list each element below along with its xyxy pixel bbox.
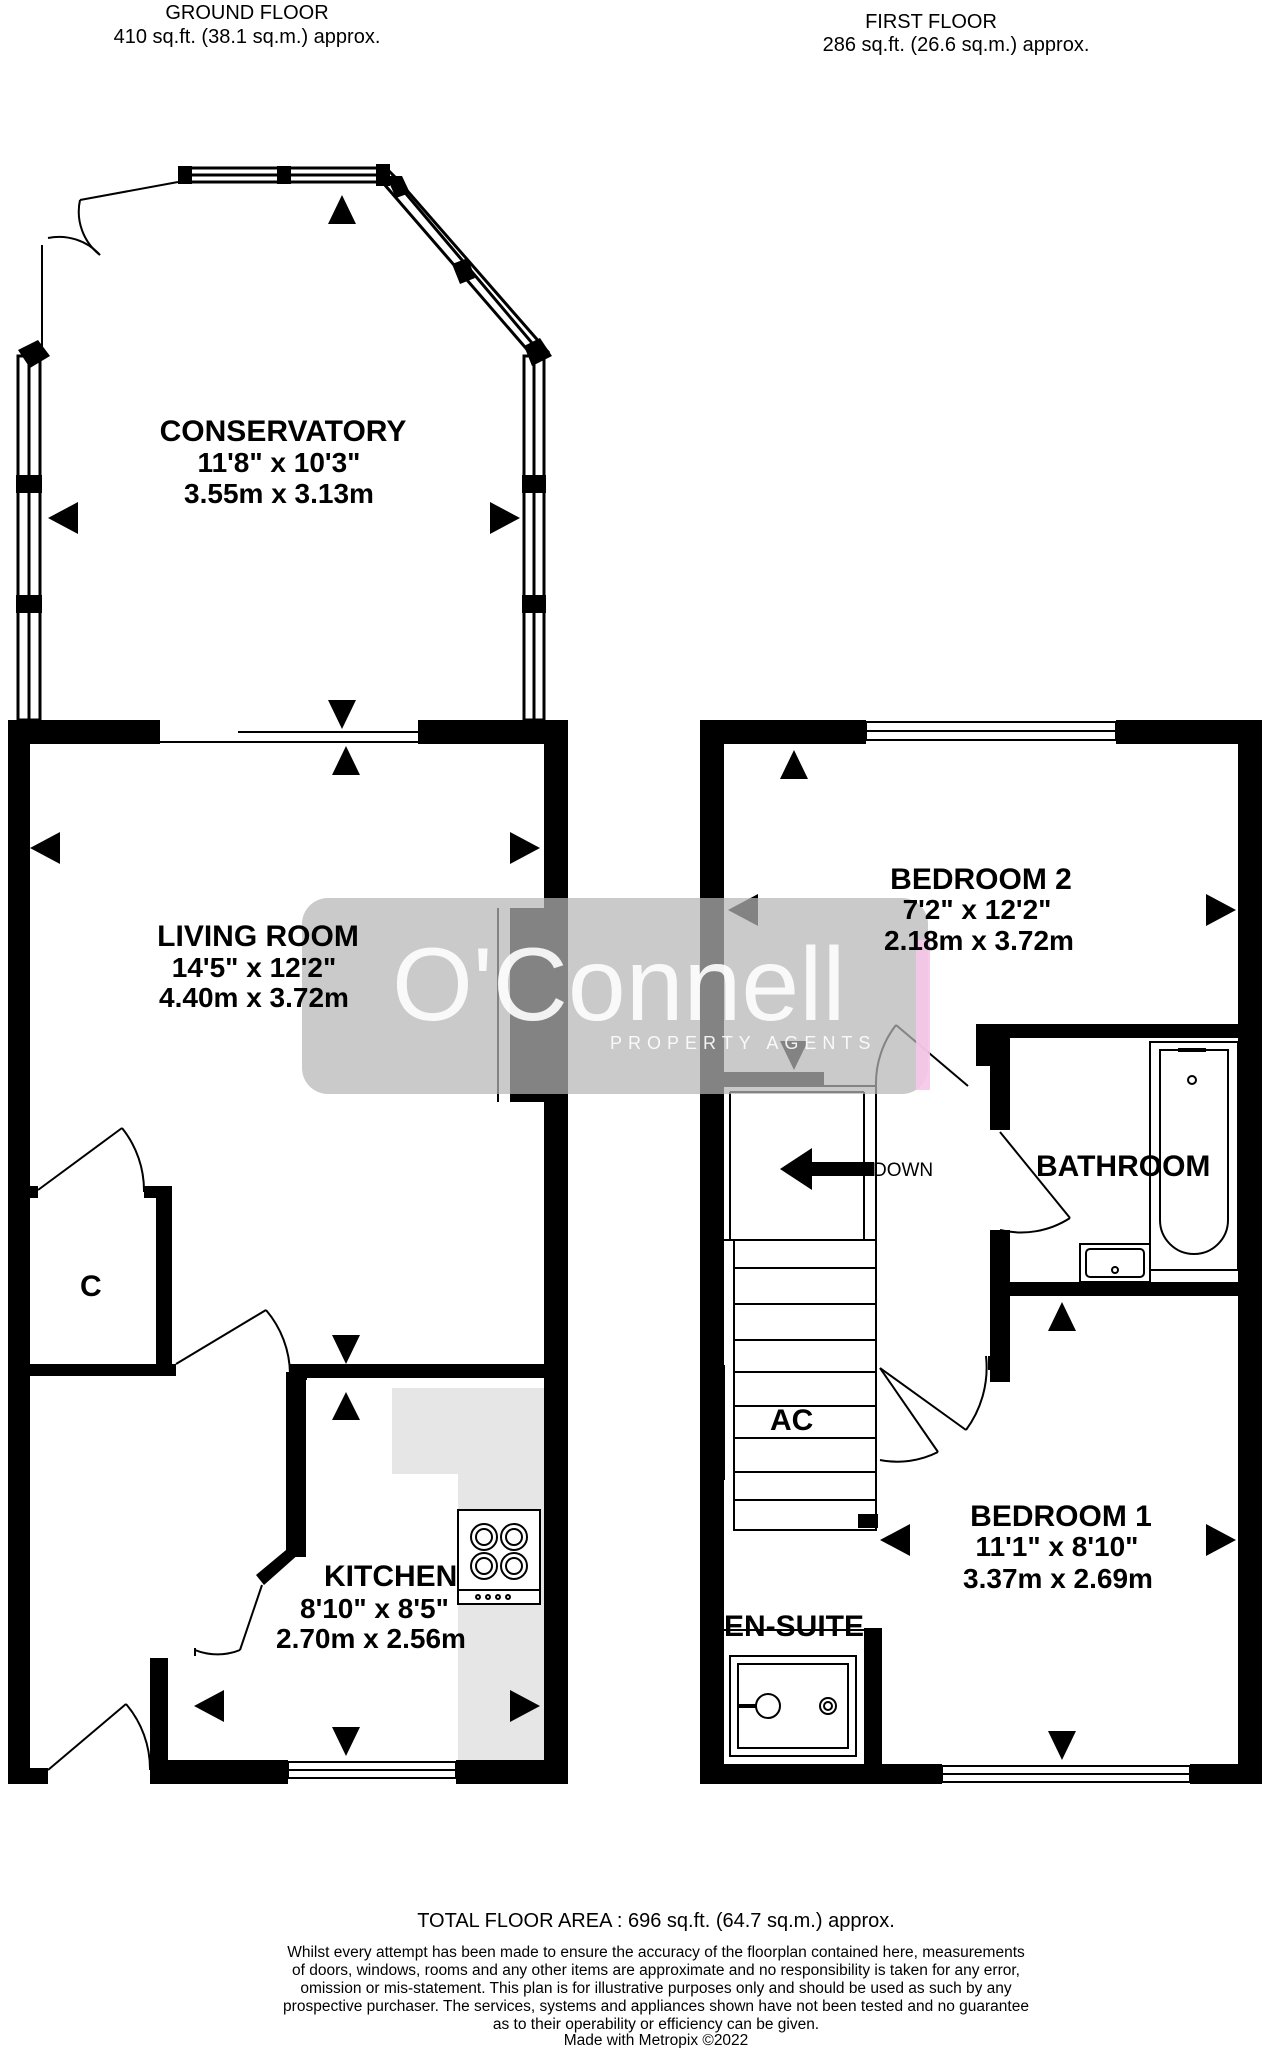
disclaimer-line: as to their operability or efficiency ca… [493, 2016, 819, 2033]
disclaimer-line: of doors, windows, rooms and any other i… [292, 1962, 1020, 1979]
bedroom1-imperial: 11'1" x 8'10" [976, 1531, 1139, 1562]
kitchen-metric: 2.70m x 2.56m [276, 1623, 466, 1654]
room-conservatory: CONSERVATORY 11'8" x 10'3" 3.55m x 3.13m [160, 415, 407, 509]
shower-tray-icon [729, 1655, 857, 1757]
bedroom1-metric: 3.37m x 2.69m [963, 1563, 1153, 1594]
cooker-icon [457, 1509, 541, 1605]
bedroom1-name: BEDROOM 1 [970, 1500, 1152, 1533]
bedroom2-imperial: 7'2" x 12'2" [903, 894, 1052, 925]
kitchen-name: KITCHEN [324, 1560, 457, 1593]
conservatory-door [41, 181, 179, 350]
room-kitchen: KITCHEN 8'10" x 8'5" 2.70m x 2.56m [276, 1560, 466, 1654]
staircase [723, 1239, 877, 1531]
airing-cupboard-label: AC [770, 1404, 813, 1437]
ensuite-name: EN-SUITE [724, 1610, 864, 1643]
conservatory-imperial: 11'8" x 10'3" [198, 447, 361, 478]
disclaimer-line: omission or mis-statement. This plan is … [300, 1980, 1012, 1997]
disclaimer-line: Whilst every attempt has been made to en… [287, 1944, 1025, 1961]
cupboard-label: C [80, 1270, 102, 1303]
bedroom2-name: BEDROOM 2 [890, 863, 1072, 896]
first-floor-windows [865, 721, 1191, 1783]
basin-icon [1079, 1243, 1151, 1283]
kitchen-window [287, 1761, 457, 1779]
metropix-credit: Made with Metropix ©2022 [564, 2032, 749, 2048]
living-room-metric: 4.40m x 3.72m [159, 982, 349, 1013]
ground-floor-area: 410 sq.ft. (38.1 sq.m.) approx. [114, 26, 381, 48]
watermark-brand: O'Connell [392, 927, 845, 1043]
stairs-down-arrow-icon [780, 1148, 874, 1190]
room-living-room: LIVING ROOM 14'5" x 12'2" 4.40m x 3.72m [157, 920, 359, 1013]
bath-icon [1149, 1041, 1239, 1271]
ground-floor-title: GROUND FLOOR [165, 2, 328, 24]
conservatory-metric: 3.55m x 3.13m [184, 478, 374, 509]
stairs-down-label: DOWN [873, 1160, 933, 1181]
conservatory-mullions [16, 164, 552, 613]
ground-floor-doors [37, 1127, 291, 1771]
room-bedroom-2: BEDROOM 2 7'2" x 12'2" 2.18m x 3.72m [884, 863, 1074, 956]
disclaimer: Whilst every attempt has been made to en… [283, 1944, 1029, 2033]
first-floor-area: 286 sq.ft. (26.6 sq.m.) approx. [823, 34, 1090, 56]
bedroom2-metric: 2.18m x 3.72m [884, 925, 1074, 956]
disclaimer-line: prospective purchaser. The services, sys… [283, 1998, 1029, 2015]
total-floor-area: TOTAL FLOOR AREA : 696 sq.ft. (64.7 sq.m… [417, 1910, 895, 1932]
measurement-arrows [30, 195, 1236, 1760]
living-room-imperial: 14'5" x 12'2" [172, 952, 336, 983]
watermark-tagline: PROPERTY AGENTS [610, 1033, 876, 1053]
room-bedroom-1: BEDROOM 1 11'1" x 8'10" 3.37m x 2.69m [963, 1500, 1153, 1594]
first-floor-walls [700, 720, 1262, 1784]
watermark: O'Connell PROPERTY AGENTS [302, 898, 930, 1094]
first-floor-title: FIRST FLOOR [865, 11, 997, 33]
kitchen-imperial: 8'10" x 8'5" [300, 1593, 449, 1624]
living-room-name: LIVING ROOM [157, 920, 359, 953]
bathroom-name: BATHROOM [1036, 1150, 1210, 1183]
conservatory-name: CONSERVATORY [160, 415, 407, 448]
